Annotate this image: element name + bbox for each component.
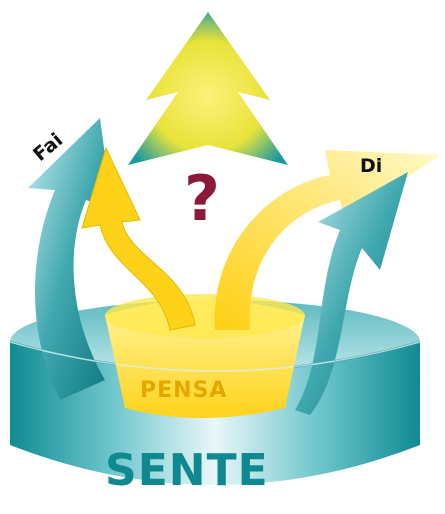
label-di: Di [360, 155, 382, 177]
label-sente: SENTE [105, 445, 269, 496]
pensa-cone-top [105, 294, 305, 338]
question-mark: ? [184, 162, 220, 235]
fai-arrow [28, 118, 112, 400]
cylinder-front-rim [9, 341, 421, 372]
di-teal-arrow [295, 172, 408, 415]
label-pensa: PENSA [140, 378, 227, 403]
tree-arrow [128, 12, 288, 165]
di-yellow-arrow [214, 150, 440, 330]
pensa-left-arrow [81, 146, 196, 331]
